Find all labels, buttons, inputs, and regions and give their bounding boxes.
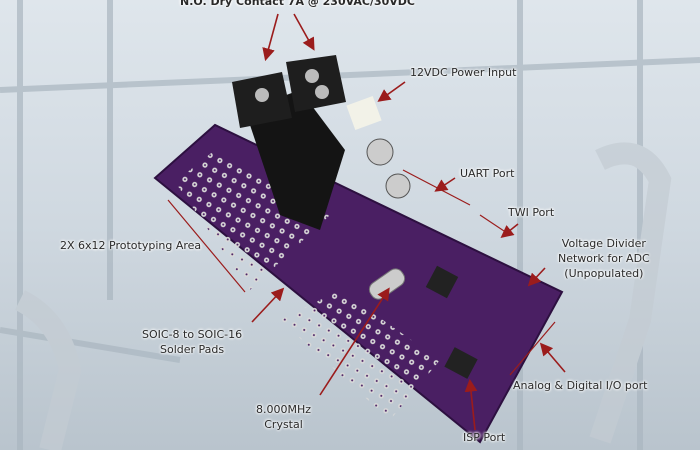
label-crystal: 8.000MHz Crystal <box>256 402 311 432</box>
prototyping-area-2 <box>280 290 440 420</box>
label-uart-port: UART Port <box>460 167 515 180</box>
label-twi-port: TWI Port <box>508 206 555 219</box>
isp-header <box>444 347 478 379</box>
label-line: Solder Pads <box>159 343 225 356</box>
label-line: Crystal <box>264 418 303 431</box>
callout-arrows <box>251 13 566 431</box>
bracket-lines <box>167 169 556 376</box>
capacitor <box>366 138 394 166</box>
label-line: Network for ADC <box>558 252 650 265</box>
power-connector <box>346 95 382 131</box>
terminal-block-2 <box>286 55 346 112</box>
label-line: (Unpopulated) <box>564 267 644 280</box>
label-line: Voltage Divider <box>561 237 646 250</box>
label-prototyping-area: 2X 6x12 Prototyping Area <box>60 239 202 252</box>
label-voltage-divider: Voltage Divider Network for ADC (Unpopul… <box>558 236 650 281</box>
label-dry-contact: N.O. Dry Contact 7A @ 230VAC/30VDC <box>180 0 415 8</box>
prototyping-area <box>175 150 330 290</box>
label-analog-digital-io: Analog & Digital I/O port <box>513 379 648 392</box>
label-line: 8.000MHz <box>256 403 312 416</box>
label-power-input: 12VDC Power Input <box>410 66 517 79</box>
relay <box>245 90 345 230</box>
capacitor <box>385 173 411 199</box>
microcontroller <box>425 265 459 299</box>
label-line: SOIC-8 to SOIC-16 <box>142 328 243 341</box>
label-isp-port: ISP Port <box>463 431 506 444</box>
label-soic-pads: SOIC-8 to SOIC-16 Solder Pads <box>142 327 242 357</box>
